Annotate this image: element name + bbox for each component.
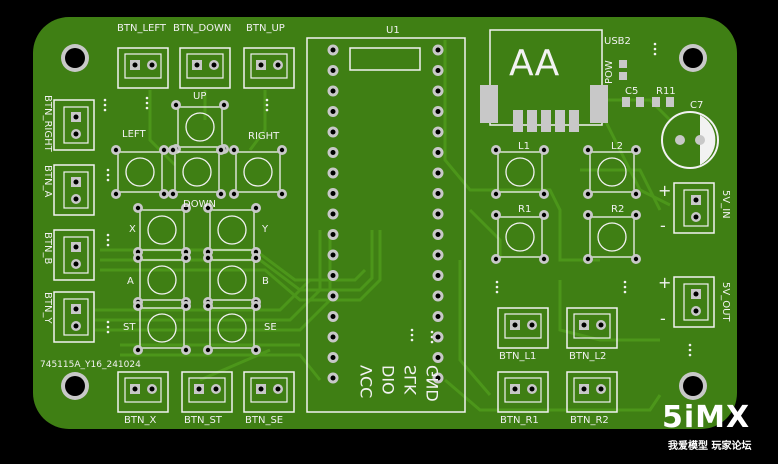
vcc-label: VCC — [357, 365, 376, 399]
btn-up-label: BTN_UP — [246, 23, 285, 34]
l1-label: L1 — [518, 141, 530, 152]
btn-b-label: BTN_B — [42, 232, 53, 265]
x-label: X — [129, 224, 136, 235]
up-label: UP — [193, 91, 207, 102]
usb-connector — [480, 29, 608, 132]
v5-out-label: 5V_OUT — [720, 282, 731, 322]
l2-label: L2 — [611, 141, 623, 152]
conn-btn-l2 — [566, 307, 618, 349]
btn-st-label: BTN_ST — [184, 415, 222, 426]
conn-btn-right — [53, 99, 95, 151]
conn-btn-st — [181, 371, 233, 413]
u1-label: U1 — [386, 25, 400, 36]
trace-group — [95, 40, 700, 412]
conn-5v-in — [673, 182, 715, 234]
btn-r1-label: BTN_R1 — [500, 415, 539, 426]
switch-center — [168, 145, 226, 199]
mounting-holes — [61, 44, 707, 400]
y-label: Y — [262, 224, 269, 235]
btn-right-label: BTN_RIGHT — [42, 95, 53, 152]
btn-r2-label: BTN_R2 — [570, 415, 609, 426]
b-label: B — [262, 276, 269, 287]
conn-btn-x — [117, 371, 169, 413]
r11-label: R11 — [656, 86, 676, 97]
gnd-label: GND — [423, 365, 442, 402]
slk-label: SLK — [401, 365, 420, 395]
switch-se — [203, 301, 261, 355]
switch-left — [111, 145, 169, 199]
pow-label: POW — [604, 60, 615, 84]
r2-label: R2 — [611, 204, 625, 215]
conn-btn-y — [53, 291, 95, 343]
version-label: 745115A_Y16_241024 — [40, 360, 141, 370]
r1-label: R1 — [518, 204, 532, 215]
c5-label: C5 — [625, 86, 639, 97]
plus-in-label: + — [658, 181, 672, 200]
down-label: DOWN — [183, 199, 216, 210]
btn-y-label: BTN_Y — [42, 292, 53, 324]
conn-btn-r2 — [566, 371, 618, 413]
btn-l1-label: BTN_L1 — [499, 351, 537, 362]
conn-5v-out — [673, 276, 715, 328]
plus-out-label: + — [658, 273, 672, 292]
switch-y — [203, 203, 261, 257]
btn-x-label: BTN_X — [124, 415, 157, 426]
conn-btn-b — [53, 229, 95, 281]
v5-in-label: 5V_IN — [720, 190, 731, 219]
switch-st — [133, 301, 191, 355]
switch-r1 — [491, 210, 549, 264]
usb2-label: USB2 — [604, 36, 631, 47]
conn-btn-up — [243, 47, 295, 89]
switch-l1 — [491, 145, 549, 199]
st-label: ST — [123, 322, 136, 333]
minus-in-label: - — [660, 216, 666, 235]
switch-x — [133, 203, 191, 257]
watermark-tagline: 我爱模型 玩家论坛 — [668, 441, 752, 452]
switch-right — [229, 145, 287, 199]
switch-l2 — [583, 145, 641, 199]
u1-outline — [306, 37, 466, 413]
se-label: SE — [264, 322, 277, 333]
watermark-logo: 5iMX 我爱模型 玩家论坛 — [662, 400, 772, 455]
c7-capacitor — [661, 111, 719, 169]
usb-aa-label: AA — [509, 43, 560, 84]
conn-btn-down — [179, 47, 231, 89]
smd-parts — [619, 60, 674, 107]
btn-se-label: BTN_SE — [245, 415, 284, 426]
switch-r2 — [583, 210, 641, 264]
minus-out-label: - — [660, 309, 666, 328]
conn-btn-left — [117, 47, 169, 89]
conn-btn-se — [243, 371, 295, 413]
left-label: LEFT — [122, 129, 146, 140]
conn-btn-l1 — [497, 307, 549, 349]
right-label: RIGHT — [248, 131, 280, 142]
a-label: A — [127, 276, 134, 287]
btn-down-label: BTN_DOWN — [173, 23, 232, 34]
btn-left-label: BTN_LEFT — [117, 23, 167, 34]
watermark-brand: 5iMX — [662, 400, 751, 435]
btn-a-label: BTN_A — [42, 165, 53, 198]
btn-l2-label: BTN_L2 — [569, 351, 607, 362]
c7-label: C7 — [690, 100, 704, 111]
conn-btn-r1 — [497, 371, 549, 413]
conn-btn-a — [53, 164, 95, 216]
dio-label: DIO — [379, 365, 398, 395]
